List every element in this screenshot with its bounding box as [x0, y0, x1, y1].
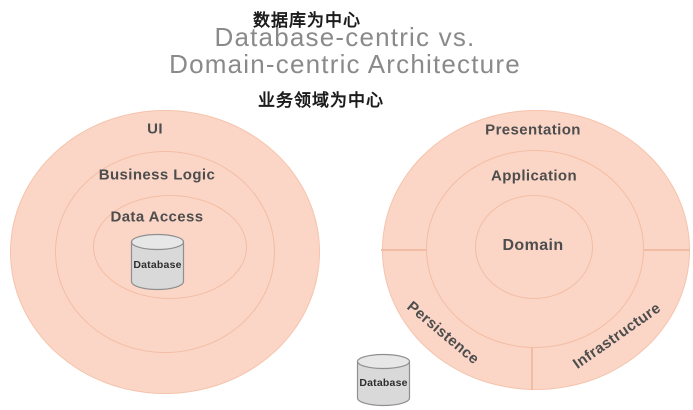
right-database-cylinder-icon: Database	[356, 353, 411, 407]
right-database-label: Database	[359, 376, 408, 389]
sector-divider-left	[381, 249, 427, 251]
presentation-layer-label: Presentation	[485, 121, 581, 139]
business-logic-layer-label: Business Logic	[98, 166, 216, 184]
ui-layer-label: UI	[147, 120, 163, 138]
sector-divider-bottom	[531, 348, 533, 390]
sector-divider-right	[644, 249, 690, 251]
domain-centric-cn-label: 业务领域为中心	[258, 91, 384, 110]
left-database-label: Database	[133, 258, 182, 271]
left-database-cylinder-icon: Database	[130, 233, 185, 291]
domain-layer-label: Domain	[502, 237, 564, 254]
page-title-line2: Domain-centric Architecture	[169, 49, 521, 79]
data-access-layer-label: Data Access	[110, 208, 204, 226]
right-inner-circle-domain-layer	[475, 195, 593, 299]
database-cylinder-shape	[130, 233, 185, 291]
page-title-line1: Database-centric vs.	[214, 22, 476, 52]
database-centric-cn-label: 数据库为中心	[253, 11, 361, 30]
application-layer-label: Application	[490, 167, 578, 185]
page-title: Database-centric vs. Domain-centric Arch…	[169, 24, 521, 78]
database-cylinder-shape	[356, 353, 411, 407]
